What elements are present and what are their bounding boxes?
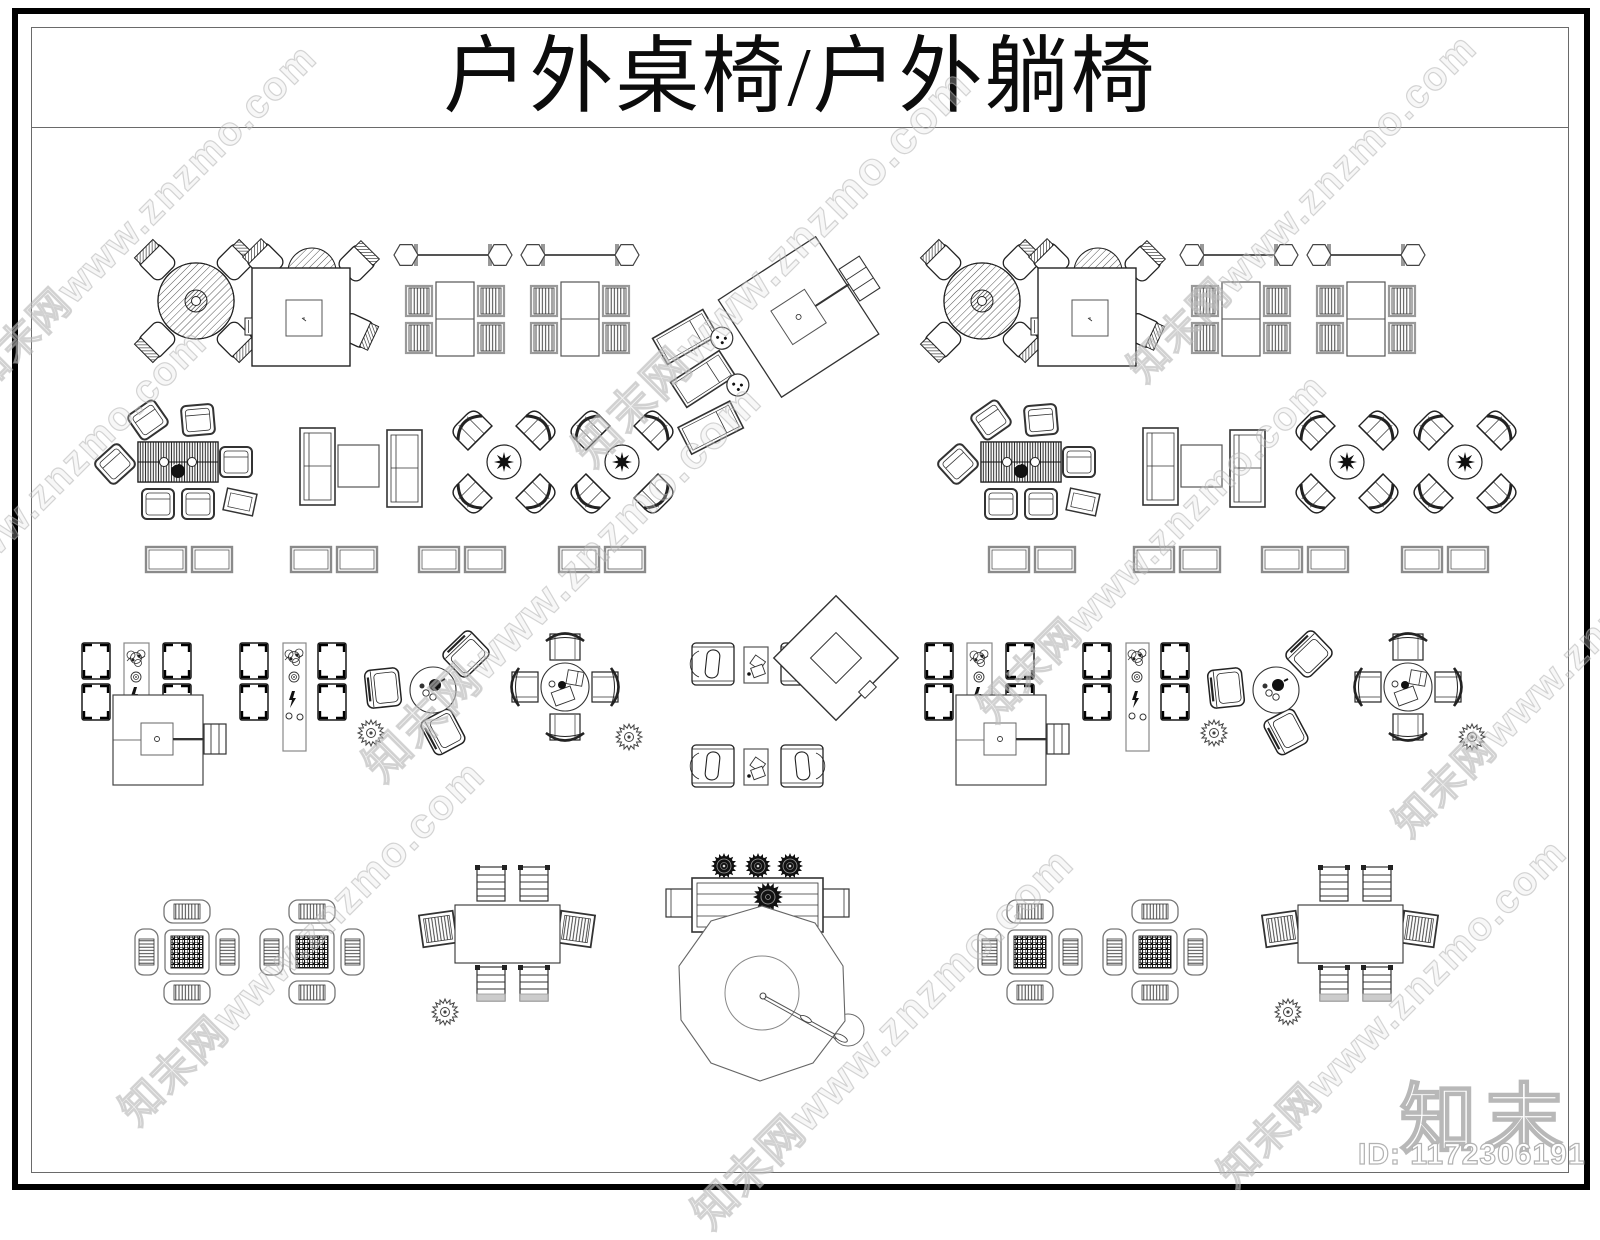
inner-border-frame — [31, 27, 1569, 1173]
outer-border-frame — [12, 8, 1590, 1190]
page-title: 户外桌椅/户外躺椅 — [443, 31, 1157, 124]
drawing-id: ID: 1172306191 — [1357, 1137, 1586, 1171]
armchair-pair-side-table — [689, 744, 826, 788]
cad-furniture-drawing — [0, 235, 1600, 1082]
bar-table-umbrella-group — [665, 853, 865, 1082]
rotated-lounger-daybed-group — [651, 235, 881, 455]
title-separator-line — [31, 127, 1569, 128]
diamond-daybed — [772, 594, 900, 722]
znzmo-logo: 知末 — [1399, 1077, 1572, 1164]
